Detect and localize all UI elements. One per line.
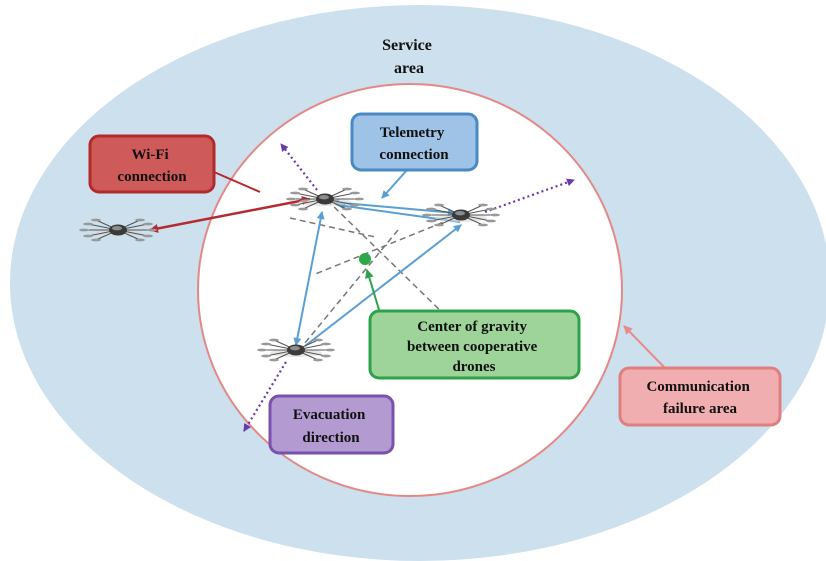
comm-failure-label-box: Communication failure area bbox=[618, 366, 782, 427]
svg-text:Wi-Fi connection: Wi-Fi connection bbox=[117, 147, 187, 185]
wifi-link bbox=[149, 196, 311, 233]
center-of-gravity-dot bbox=[359, 253, 371, 265]
evacuation-label-box: Evacuation direction bbox=[268, 394, 395, 455]
telemetry-label-box: Telemetry connection bbox=[350, 112, 479, 172]
center-label-box: Center of gravity between cooperative dr… bbox=[368, 309, 581, 380]
wifi-label-box: Wi-Fi connection bbox=[88, 134, 216, 194]
service-area-label: Service area bbox=[382, 37, 436, 77]
failure-arrow bbox=[623, 325, 666, 369]
failure-area-circle bbox=[197, 83, 623, 497]
wifi-box-pointer bbox=[213, 171, 261, 193]
svg-text:Telemetry connection: Telemetry connection bbox=[379, 125, 449, 163]
svg-text:Communication failure ar: Communication failure area bbox=[646, 379, 753, 417]
svg-text:Center of gravity betwee: Center of gravity between cooperative dr… bbox=[407, 319, 541, 375]
evacuation-arrows bbox=[243, 143, 575, 432]
svg-text:Evacuation direction: Evacuation direction bbox=[293, 407, 369, 446]
center-arrow bbox=[365, 269, 381, 314]
